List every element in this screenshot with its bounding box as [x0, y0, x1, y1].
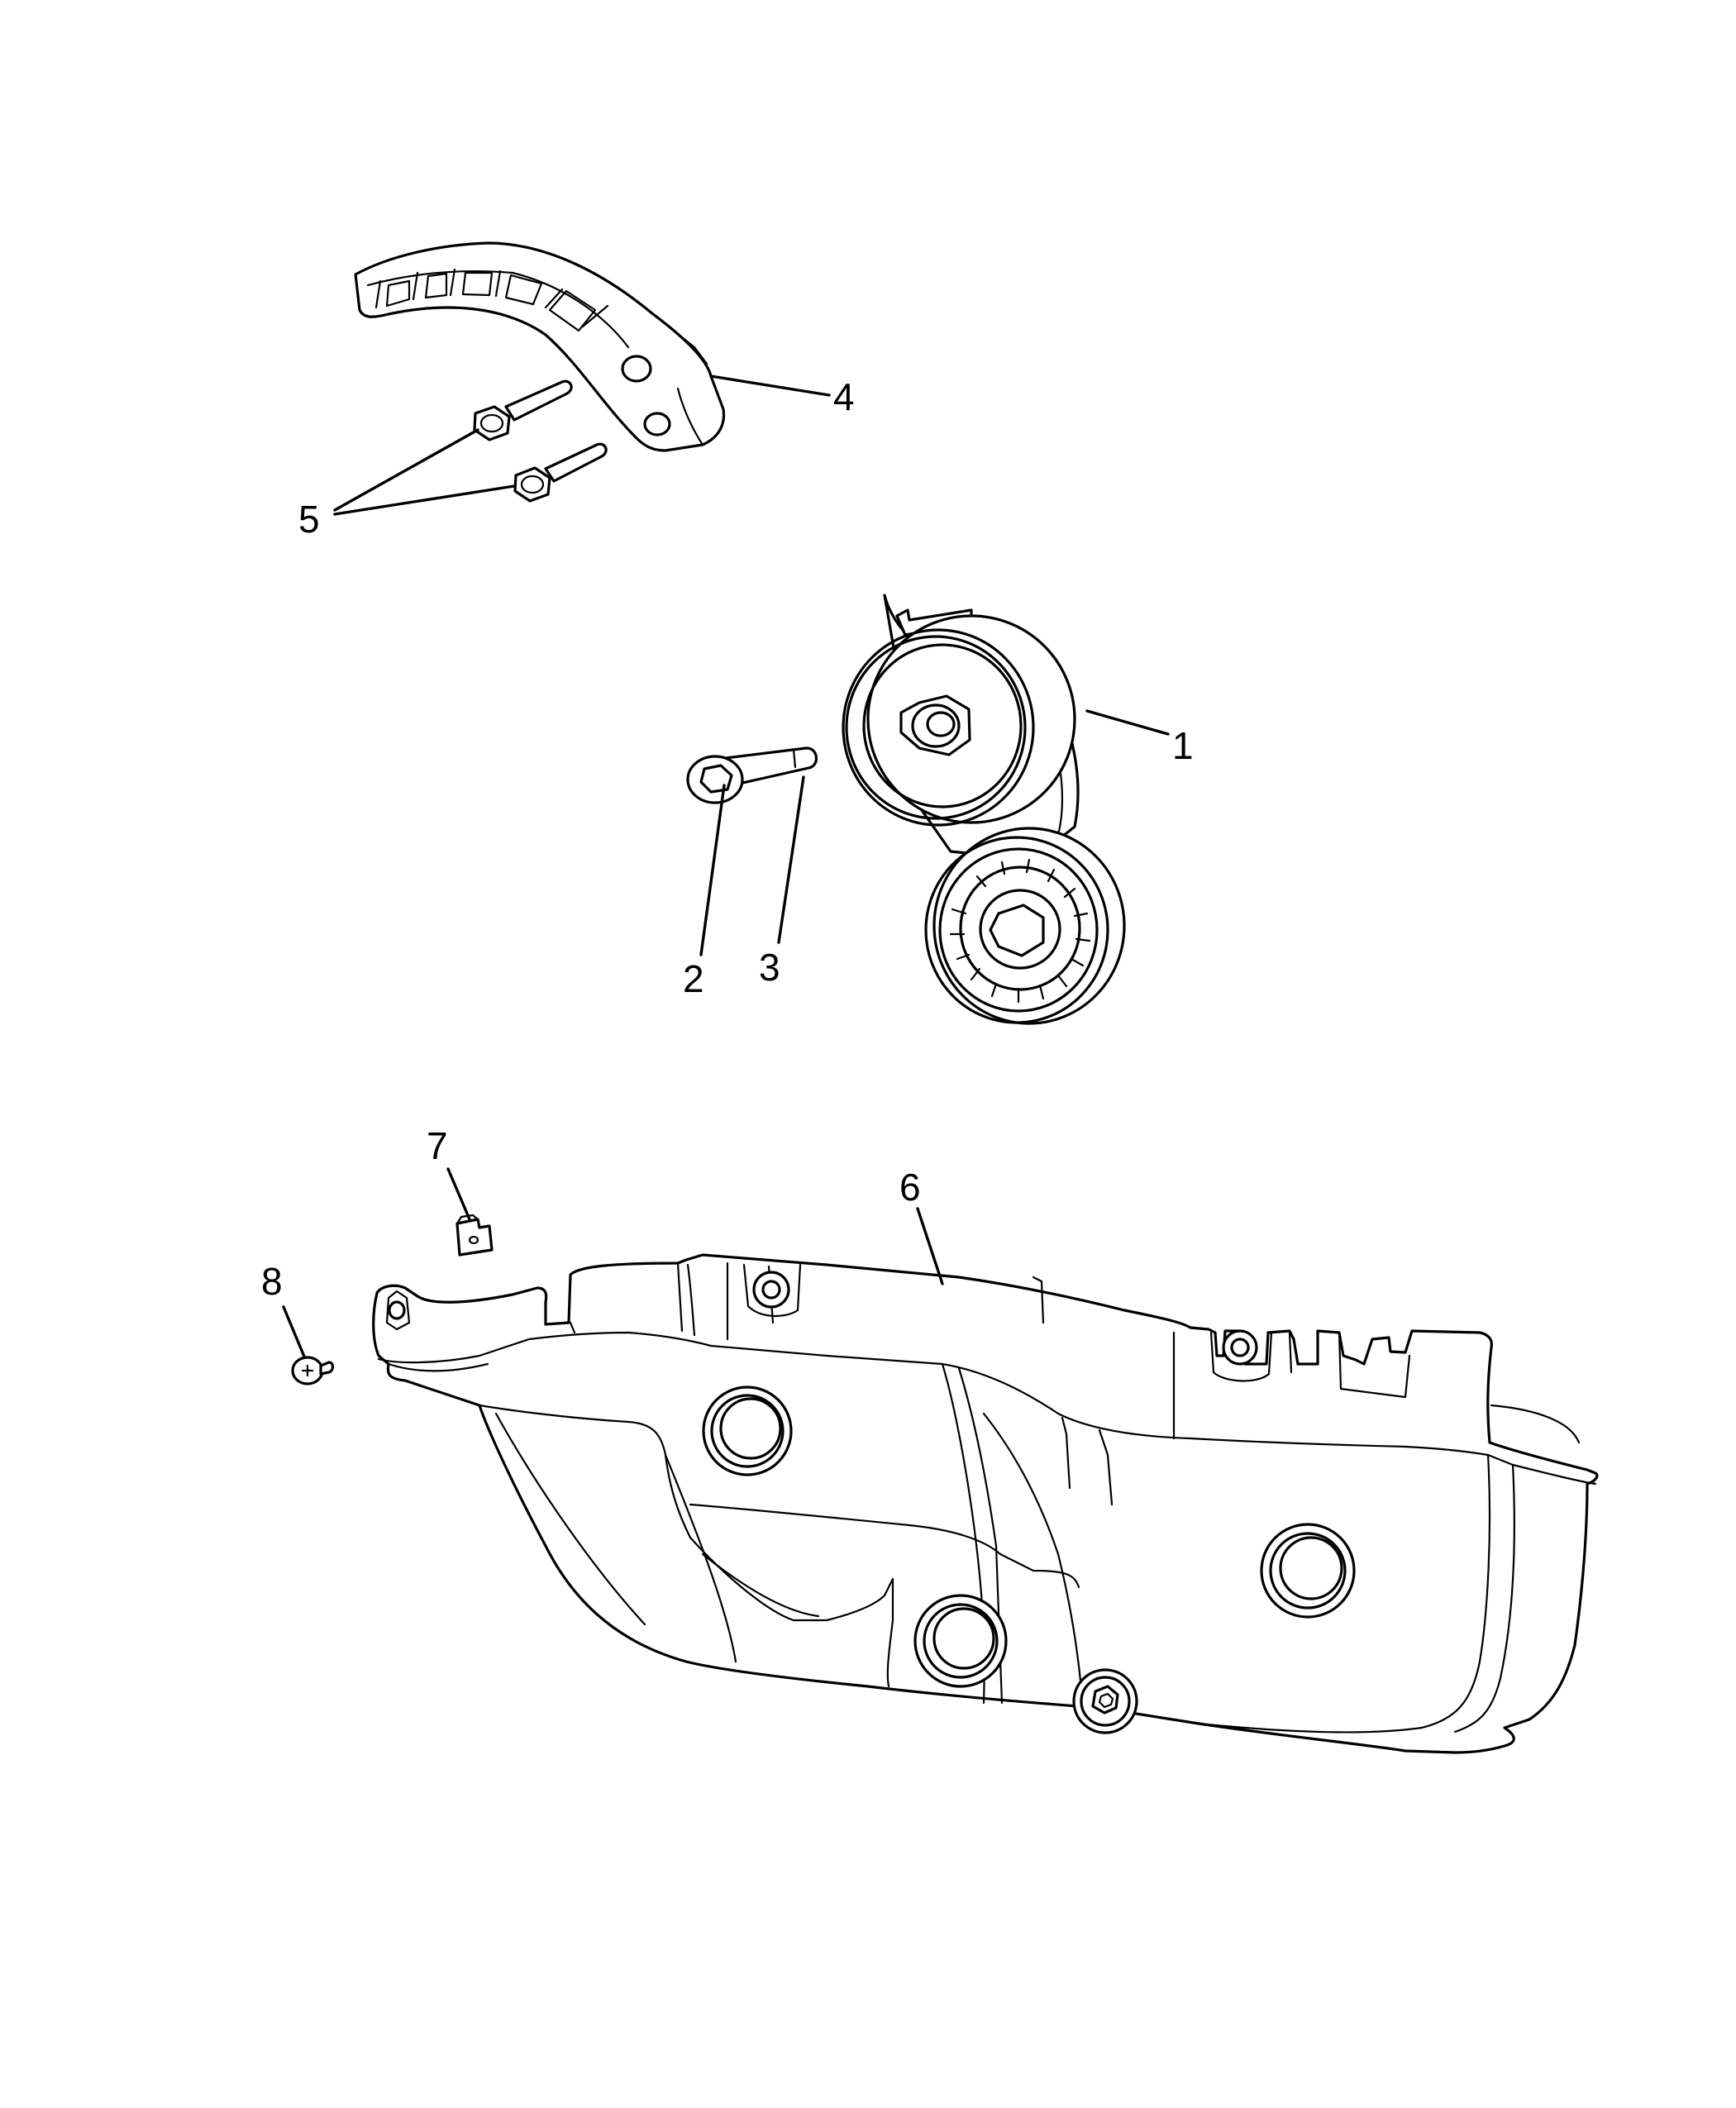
callout-3: 3 — [759, 946, 780, 989]
leader-line-8 — [282, 1305, 306, 1358]
heat-shield-part-6[interactable] — [372, 1253, 1599, 1754]
leader-line-6 — [916, 1207, 944, 1285]
leader-line-5a — [333, 428, 479, 512]
leader-line-1 — [1085, 709, 1170, 736]
bracket-part-4[interactable] — [354, 241, 726, 452]
leader-line-3 — [777, 775, 805, 944]
bolt-part-5-lower[interactable] — [513, 442, 608, 503]
callout-8: 8 — [261, 1260, 283, 1303]
callout-6: 6 — [899, 1166, 921, 1209]
leader-line-5b — [333, 484, 516, 516]
callout-4: 4 — [833, 375, 855, 418]
callout-2: 2 — [683, 957, 704, 1000]
callout-7: 7 — [427, 1124, 448, 1167]
leader-line-2 — [699, 784, 726, 956]
screw-part-8[interactable] — [291, 1356, 335, 1385]
callout-5: 5 — [298, 498, 320, 541]
callout-1: 1 — [1172, 724, 1194, 767]
bolt-part-5-upper[interactable] — [473, 379, 573, 441]
leader-line-4 — [709, 374, 831, 397]
leader-line-7 — [446, 1167, 471, 1221]
belt-tensioner-part-1[interactable] — [842, 594, 1126, 1025]
clip-part-7[interactable] — [455, 1214, 494, 1257]
tensioner-bolt-part-2-3[interactable] — [686, 746, 818, 804]
